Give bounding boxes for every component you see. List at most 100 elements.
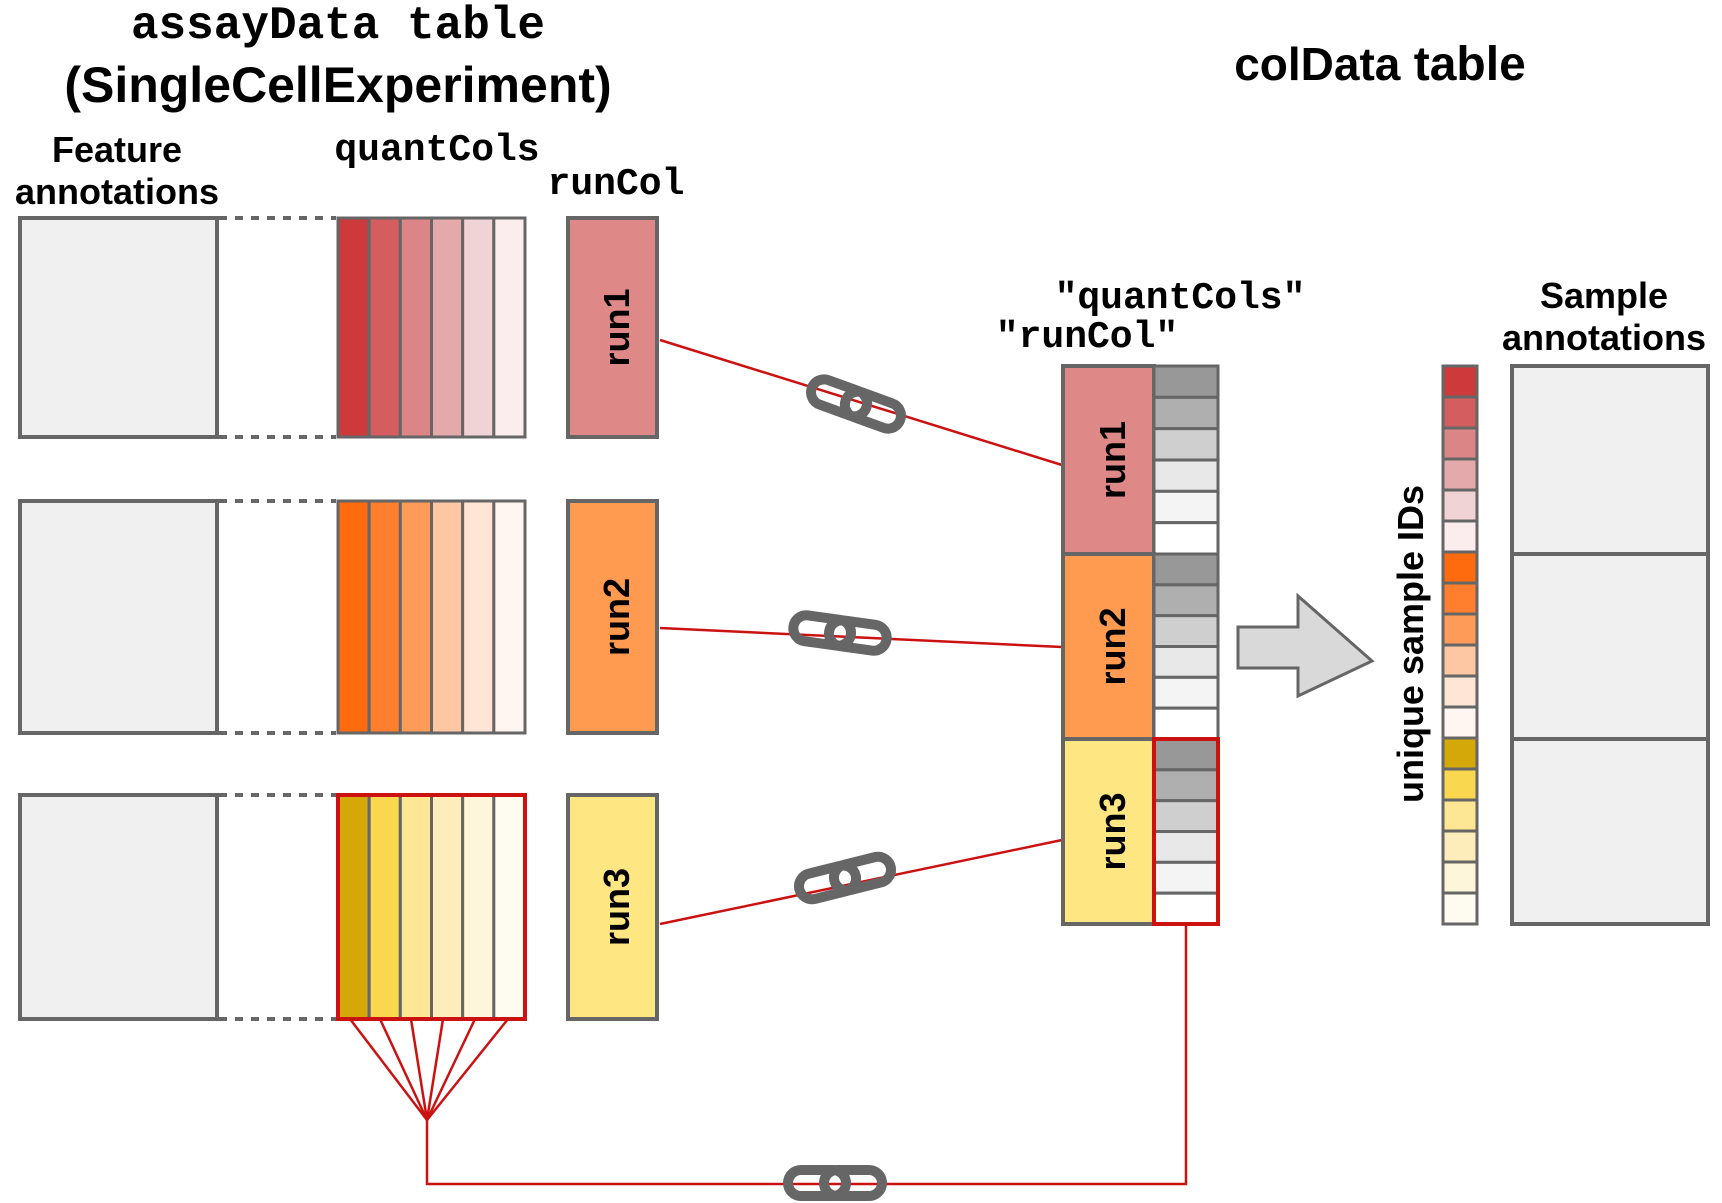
coldata-title: colData table: [1234, 38, 1526, 91]
coldata-quant-cell: [1152, 552, 1220, 587]
quant-column: [492, 216, 527, 439]
coldata-quant-cell: [1152, 364, 1220, 399]
quant-column: [430, 793, 465, 1021]
run1-link-line: [659, 338, 1063, 467]
link-chain-icon: [807, 376, 904, 433]
coldata-run3-highlight: [1152, 737, 1220, 926]
unique-sample-id-cell: [1441, 550, 1479, 585]
feature-annotations-label-2: annotations: [15, 171, 219, 212]
unique-sample-id-cell: [1441, 829, 1479, 864]
quant-column: [336, 793, 371, 1021]
coldata-run-label: run1: [1092, 421, 1133, 499]
quant-column: [398, 793, 434, 1021]
link-chain-icon: [796, 854, 893, 902]
unique-sample-id-cell: [1441, 488, 1479, 523]
quant-column: [492, 499, 527, 735]
quant-block-outline: [336, 499, 527, 735]
coldata-title-word: table: [1414, 38, 1526, 91]
unique-sample-id-cell: [1441, 736, 1479, 771]
unique-sample-id-cell: [1441, 457, 1479, 492]
sample-annotation-box: [1510, 552, 1710, 741]
run-box: [566, 499, 659, 735]
quant-column: [367, 793, 402, 1021]
quant-to-coldata-link: [349, 924, 1188, 1186]
coldata-quant-cell: [1152, 891, 1220, 926]
unique-sample-id-cell: [1441, 395, 1479, 430]
quant-column: [430, 216, 465, 439]
run3-link-line: [659, 838, 1063, 926]
coldata-quant-cell: [1152, 768, 1220, 803]
coldata-quant-cell: [1152, 614, 1220, 649]
quant-block-outline: [336, 793, 527, 1021]
runcol-boxes: run1 run2 run3: [566, 216, 659, 1021]
fan-line-6: [426, 1018, 509, 1121]
bottom-link-path: [425, 924, 1188, 1186]
run-link-lines: [349, 338, 1188, 1186]
fan-line-1: [349, 1018, 428, 1121]
feature-annotations-label-1: Feature: [52, 129, 182, 170]
coldata-quant-cell: [1152, 489, 1220, 525]
fan-line-3: [409, 1018, 429, 1121]
coldata-quant-cell: [1152, 395, 1220, 431]
unique-sample-id-cell: [1441, 705, 1479, 740]
quant-column: [430, 499, 465, 735]
unique-sample-id-cell: [1441, 519, 1479, 554]
quantcols-label: quantCols: [334, 129, 539, 172]
unique-sample-id-cell: [1441, 674, 1479, 709]
quant-column: [461, 216, 496, 439]
quant-column: [367, 216, 402, 439]
coldata-quant-cell: [1152, 583, 1220, 618]
coldata-quant-cell: [1152, 675, 1220, 710]
assaydata-title: assayData table: [131, 0, 545, 52]
sample-annotations-label-2: annotations: [1502, 317, 1706, 358]
unique-sample-id-cell: [1441, 860, 1479, 895]
coldata-quant-cell: [1152, 860, 1220, 895]
right-arrow-icon: [1236, 592, 1375, 699]
unique-sample-id-cell: [1441, 612, 1479, 647]
quant-column: [461, 499, 496, 735]
runcol-label: runCol: [548, 163, 685, 206]
assaydata-subtitle: (SingleCellExperiment): [64, 57, 611, 113]
unique-sample-id-cell: [1441, 798, 1479, 833]
feature-annotation-boxes: [18, 216, 219, 1021]
fan-line-2: [378, 1018, 429, 1121]
feature-annotation-box: [18, 216, 219, 439]
coldata-run-label: run3: [1092, 792, 1133, 870]
coldata-quant-cell: [1152, 799, 1220, 834]
run-box-label: run3: [596, 868, 637, 946]
quant-column: [336, 499, 371, 735]
quant-column: [492, 793, 527, 1021]
feature-annotation-box: [18, 499, 219, 735]
unique-sample-id-cell: [1441, 581, 1479, 616]
runcol-quoted-label: "runCol": [996, 316, 1178, 359]
coldata-title-code: colData: [1234, 38, 1401, 90]
coldata-quant-cell: [1152, 737, 1220, 772]
run-box-label: run2: [596, 578, 637, 656]
quantcols-blocks: [336, 216, 527, 1021]
coldata-quant-cell: [1152, 830, 1220, 864]
quant-column: [461, 793, 496, 1021]
coldata-quant-cell: [1152, 645, 1220, 679]
quantcols-quoted-label: "quantCols": [1055, 277, 1306, 320]
unique-sample-id-cell: [1441, 891, 1479, 926]
quant-column: [398, 216, 434, 439]
quant-column: [336, 216, 371, 439]
fan-line-5: [425, 1018, 477, 1121]
fan-line-4: [425, 1018, 445, 1121]
run-box-label: run1: [596, 288, 637, 366]
unique-sample-ids-column: [1441, 364, 1479, 926]
quant-column: [367, 499, 402, 735]
unique-sample-id-cell: [1441, 426, 1479, 461]
unique-sample-id-cell: [1441, 364, 1479, 399]
coldata-quant-cell: [1152, 427, 1220, 462]
unique-sample-id-cell: [1441, 767, 1479, 802]
coldata-quant-cell: [1152, 706, 1220, 741]
sample-annotation-box: [1510, 737, 1710, 926]
coldata-quant-cell: [1152, 521, 1220, 556]
coldata-quant-cell: [1152, 458, 1220, 493]
feature-annotation-box: [18, 793, 219, 1021]
run-box: [566, 793, 659, 1021]
run-box: [566, 216, 659, 439]
